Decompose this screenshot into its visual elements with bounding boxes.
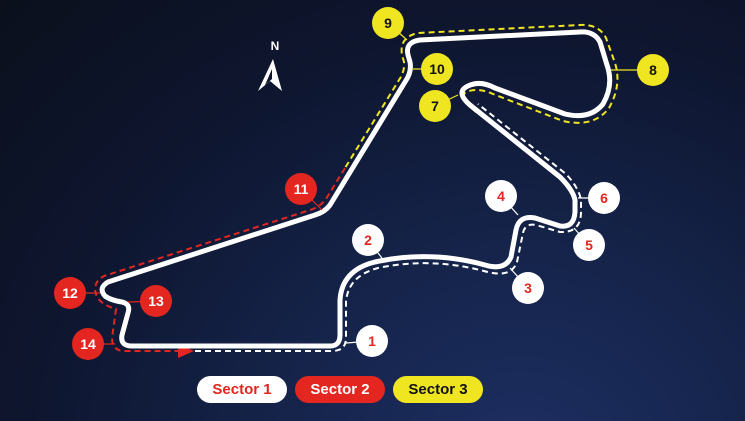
- turn-marker-2: 2: [352, 224, 386, 263]
- legend-sector-2-label: Sector 2: [310, 381, 370, 398]
- turn-badge: [485, 180, 517, 212]
- turn-number: 4: [497, 188, 505, 204]
- turn-marker-6: 6: [578, 182, 620, 214]
- turn-badge: [285, 173, 317, 205]
- legend-sector-3: Sector 3: [393, 376, 483, 403]
- turn-badge: [352, 224, 384, 256]
- sector-1-dashed-line: [185, 103, 582, 352]
- turn-number: 11: [294, 181, 309, 197]
- turn-number: 9: [384, 15, 392, 31]
- turn-number: 5: [585, 237, 593, 253]
- turn-number: 7: [431, 98, 439, 114]
- turn-badge: [54, 277, 86, 309]
- turn-badge: [372, 7, 404, 39]
- turn-badge: [421, 53, 453, 85]
- turn-number: 14: [80, 336, 96, 352]
- turn-marker-13: 13: [127, 285, 172, 317]
- turn-number: 12: [62, 285, 78, 301]
- legend-sector-2: Sector 2: [295, 376, 385, 403]
- turn-badge: [637, 54, 669, 86]
- turn-marker-3: 3: [509, 267, 544, 304]
- turn-marker-7: 7: [419, 90, 459, 122]
- turn-marker-14: 14: [72, 328, 115, 360]
- sector-3-dashed-line: [344, 23, 619, 169]
- turn-badge: [573, 229, 605, 261]
- turn-number: 3: [524, 280, 532, 296]
- turn-number: 8: [649, 62, 657, 78]
- turn-number: 10: [429, 61, 445, 77]
- turn-badge: [588, 182, 620, 214]
- legend-sector-1: Sector 1: [197, 376, 287, 403]
- turn-marker-5: 5: [573, 227, 605, 261]
- turn-marker-12: 12: [54, 277, 100, 309]
- turn-number: 1: [368, 333, 376, 349]
- legend-sector-3-label: Sector 3: [408, 381, 468, 398]
- turn-badge: [140, 285, 172, 317]
- turn-marker-10: 10: [412, 53, 453, 85]
- compass-north-label: N: [271, 39, 280, 53]
- turn-marker-11: 11: [285, 173, 323, 211]
- turn-marker-8: 8: [611, 54, 669, 86]
- turn-marker-4: 4: [485, 180, 519, 216]
- turn-badge: [512, 272, 544, 304]
- turn-number: 6: [600, 190, 608, 206]
- turn-number: 2: [364, 232, 372, 248]
- turn-badge: [419, 90, 451, 122]
- north-arrow-icon: [258, 59, 282, 91]
- turn-badge: [356, 325, 388, 357]
- legend-sector-1-label: Sector 1: [212, 381, 272, 398]
- sector-legend: Sector 1 Sector 2 Sector 3: [197, 376, 483, 403]
- turn-number: 13: [148, 293, 164, 309]
- turn-marker-1: 1: [345, 325, 388, 357]
- track-outline: [99, 29, 613, 349]
- turn-marker-9: 9: [372, 7, 408, 41]
- turn-badge: [72, 328, 104, 360]
